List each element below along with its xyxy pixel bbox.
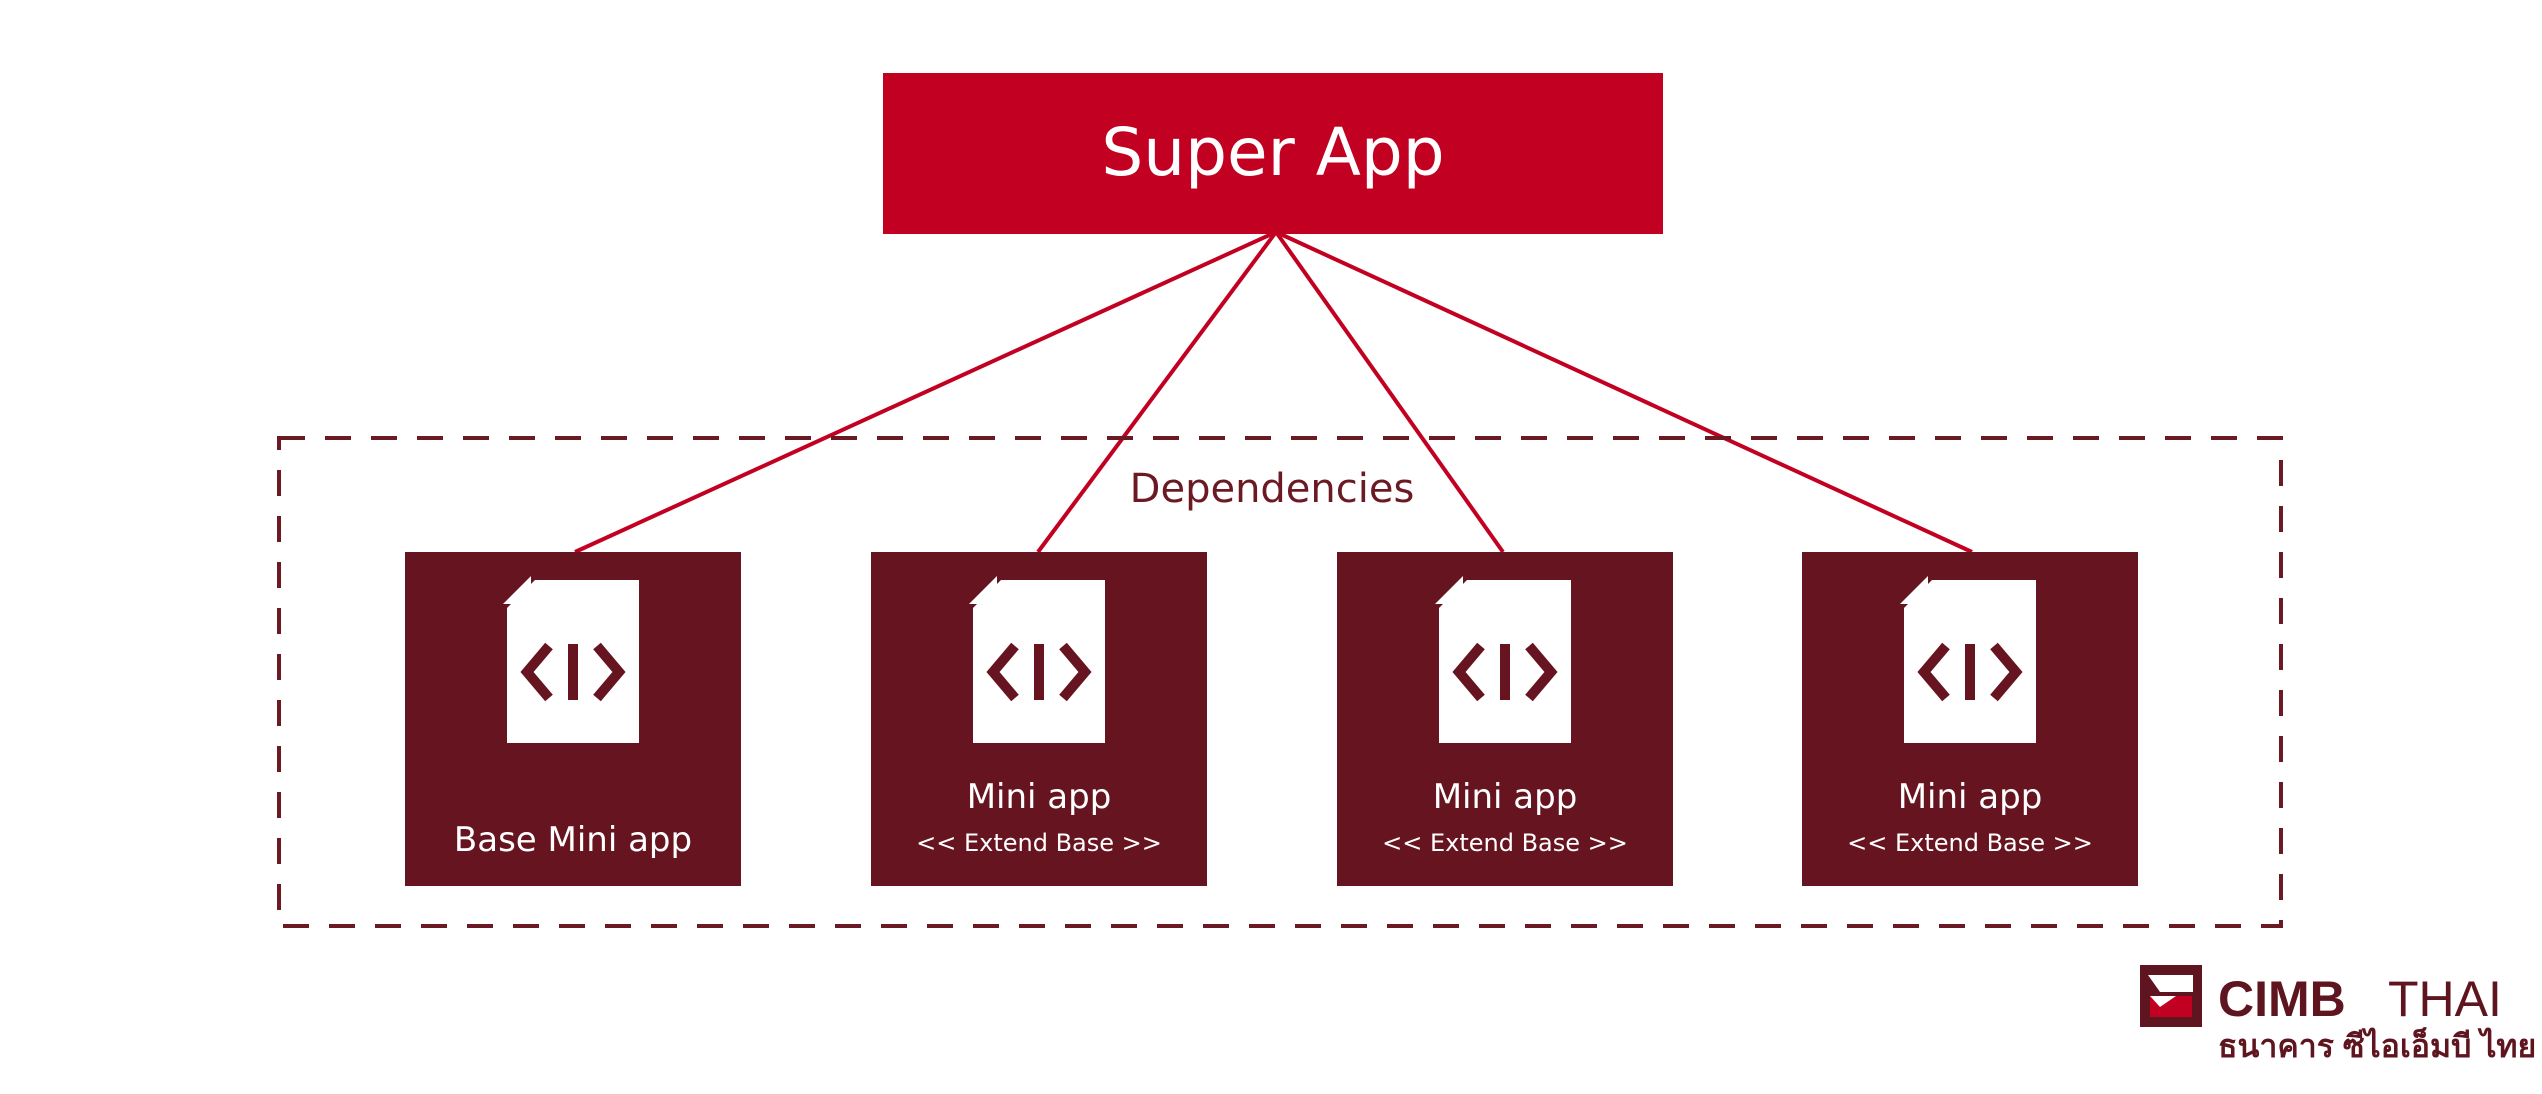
module-subtitle: << Extend Base >>: [916, 829, 1162, 857]
connector-line-2: [1036, 230, 1278, 554]
module-node: Mini app << Extend Base >>: [1337, 552, 1673, 886]
module-node: Mini app << Extend Base >>: [1802, 552, 2138, 886]
connector-line-1: [574, 230, 1277, 554]
super-app-node: Super App: [883, 73, 1663, 234]
cimb-logo-icon: [2140, 965, 2202, 1027]
module-subtitle: << Extend Base >>: [1382, 829, 1628, 857]
module-node: Base Mini app: [405, 552, 741, 886]
connector-line-4: [1275, 230, 1973, 554]
super-app-label: Super App: [1101, 114, 1444, 191]
module-title: Base Mini app: [454, 820, 692, 860]
module-title: Mini app: [1433, 777, 1578, 817]
module-subtitle: << Extend Base >>: [1847, 829, 2093, 857]
module-title: Mini app: [1898, 777, 2043, 817]
code-file-icon: [503, 576, 639, 743]
brand-name-light: THAI: [2388, 971, 2502, 1027]
module-node: Mini app << Extend Base >>: [871, 552, 1207, 886]
dependencies-label: Dependencies: [1130, 466, 1415, 512]
super-app-box: [883, 73, 1663, 234]
brand-name-bold: CIMB: [2218, 971, 2346, 1027]
code-file-icon: [1435, 576, 1571, 743]
brand-logo: CIMB THAI ธนาคาร ซีไอเอ็มบี ไทย: [2140, 965, 2536, 1064]
connector-line-3: [1274, 230, 1505, 554]
module-title: Mini app: [967, 777, 1112, 817]
code-file-icon: [1900, 576, 2036, 743]
connectors: [574, 230, 1973, 554]
code-file-icon: [969, 576, 1105, 743]
dependencies-group: Dependencies: [277, 436, 2283, 928]
brand-tagline: ธนาคาร ซีไอเอ็มบี ไทย: [2218, 1026, 2536, 1064]
